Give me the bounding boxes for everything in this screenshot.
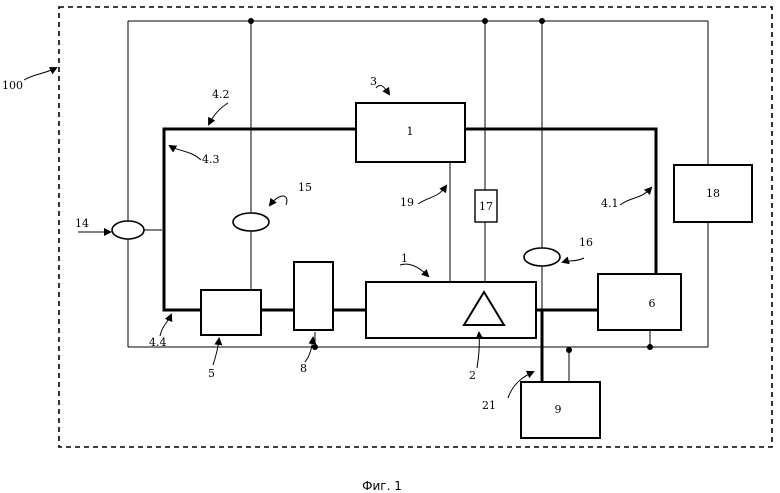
- block-6: [598, 274, 681, 330]
- block-9-label: 9: [555, 403, 562, 416]
- block-8: [294, 262, 333, 330]
- label-3: 3: [370, 75, 377, 88]
- figure-caption: Фиг. 1: [362, 479, 402, 493]
- label-4-3: 4.3: [202, 153, 220, 166]
- label-14: 14: [75, 217, 89, 230]
- label-21: 21: [482, 399, 496, 412]
- block-1-top-label: 1: [407, 125, 414, 138]
- main-circuit-loop: [164, 129, 656, 382]
- sensor-15-oval: [233, 213, 269, 231]
- label-15: 15: [298, 181, 312, 194]
- label-1-main: 1: [401, 252, 408, 265]
- block-1-main: [366, 282, 536, 338]
- outer-dashed-boundary: [59, 7, 772, 447]
- block-18-label: 18: [706, 187, 720, 200]
- sensor-14-oval: [112, 221, 144, 239]
- block-6-label: 6: [649, 297, 656, 310]
- sensor-16-oval: [524, 248, 560, 266]
- label-100: 100: [2, 79, 23, 92]
- label-2: 2: [469, 369, 476, 382]
- label-4-4: 4.4: [149, 336, 167, 349]
- label-4-1: 4.1: [601, 197, 619, 210]
- label-4-2: 4.2: [212, 88, 230, 101]
- block-17-label: 17: [479, 200, 493, 213]
- label-8: 8: [300, 362, 307, 375]
- block-5: [201, 290, 261, 335]
- label-5: 5: [208, 367, 215, 380]
- label-16: 16: [579, 236, 593, 249]
- label-19: 19: [400, 196, 414, 209]
